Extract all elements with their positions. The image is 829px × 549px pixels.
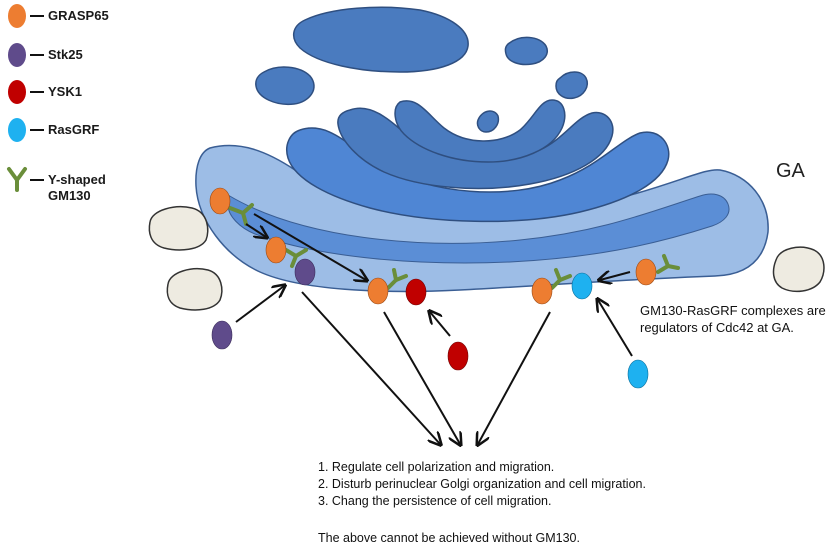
ysk1-free — [447, 341, 469, 371]
arrow-out-rasgrf — [478, 311, 551, 444]
arrow-to-rasgrf — [600, 272, 631, 280]
gm130-2 — [284, 248, 308, 268]
grasp65-1 — [209, 187, 231, 215]
legend-stk25-icon — [8, 43, 26, 67]
grasp65-3 — [367, 277, 389, 305]
legend-label-rasgrf: RasGRF — [48, 122, 100, 137]
vesicle-1 — [148, 206, 209, 251]
gm130-4 — [550, 268, 572, 290]
legend-ysk1-icon — [8, 80, 26, 104]
ga-label: GA — [776, 160, 805, 182]
arrow-ysk1-in — [430, 312, 451, 337]
gm130-rasgrf-note: GM130-RasGRF complexes are regulators of… — [640, 303, 826, 335]
grasp65-2 — [265, 236, 287, 264]
arrow-out-grasp — [383, 311, 460, 444]
golgi-fragment-right-small — [555, 71, 588, 100]
legend-gm130-icon — [7, 167, 27, 192]
ysk1-1 — [405, 278, 427, 306]
grasp65-5 — [635, 258, 657, 286]
outcome-item-3: 3. Chang the persistence of cell migrati… — [318, 494, 552, 508]
vesicles — [148, 206, 825, 311]
grasp65-4 — [531, 277, 553, 305]
gm130-proteins — [228, 203, 680, 290]
golgi-cisterna-inner-band — [227, 193, 730, 264]
arrow-grasp-to-grasp — [245, 223, 266, 237]
golgi-apparatus — [195, 6, 769, 293]
outcome-item-1: 1. Regulate cell polarization and migrat… — [318, 460, 555, 474]
arrow-long-diagonal — [253, 213, 366, 280]
proteins — [209, 187, 657, 389]
arrows — [235, 213, 633, 444]
golgi-fragment-top-left — [255, 66, 315, 106]
stk25-free — [211, 320, 233, 350]
golgi-cisterna-4 — [394, 99, 566, 163]
rasgrf-1 — [571, 272, 593, 300]
rasgrf-free — [627, 359, 649, 389]
conclusion-text: The above cannot be achieved without GM1… — [318, 531, 580, 545]
legend — [7, 4, 44, 192]
gm130-1 — [228, 203, 254, 226]
legend-label-grasp65: GRASP65 — [48, 8, 109, 23]
arrow-rasgrf-in — [598, 300, 633, 357]
golgi-fragment-center — [476, 110, 500, 133]
arrow-stk25-in — [235, 286, 284, 323]
legend-rasgrf-icon — [8, 118, 26, 142]
outcome-list: 1. Regulate cell polarization and migrat… — [318, 459, 646, 510]
golgi-fragment-top — [293, 6, 469, 73]
legend-grasp65-icon — [8, 4, 26, 28]
golgi-fragment-right — [504, 36, 548, 66]
outcome-item-2: 2. Disturb perinuclear Golgi organizatio… — [318, 477, 646, 491]
legend-label-ysk1: YSK1 — [48, 84, 82, 99]
arrow-out-stk25 — [301, 291, 440, 444]
vesicle-2 — [166, 268, 223, 311]
gm130-3 — [386, 268, 408, 290]
legend-label-gm130: Y-shaped GM130 — [48, 172, 106, 203]
stk25-1 — [294, 258, 316, 286]
vesicle-3 — [772, 246, 825, 293]
legend-label-stk25: Stk25 — [48, 47, 83, 62]
gm130-5 — [656, 254, 680, 274]
